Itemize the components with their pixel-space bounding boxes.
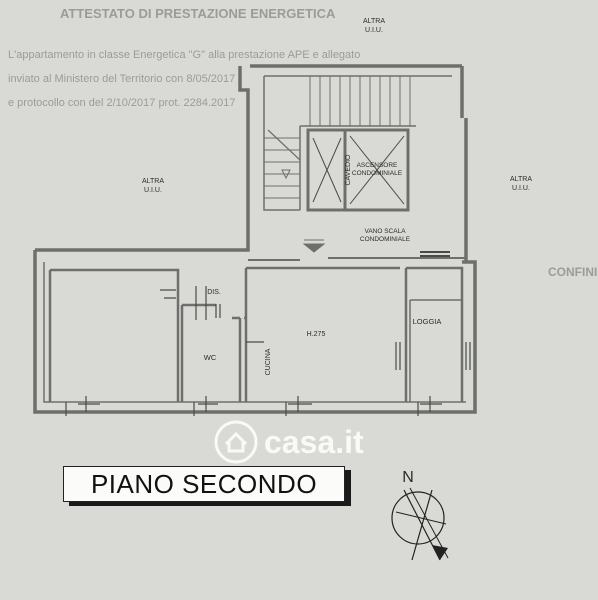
bg-line-5: CONFINI bbox=[548, 265, 597, 279]
compass-letter: N bbox=[402, 469, 414, 486]
label-altra-top: ALTRA bbox=[363, 18, 385, 25]
label-loggia: LOGGIA bbox=[413, 317, 442, 326]
label-uiu-left: U.I.U. bbox=[144, 187, 162, 194]
label-uiu-right: U.I.U. bbox=[512, 185, 530, 192]
label-ascensore-cond: CONDOMINIALE bbox=[352, 170, 403, 177]
floor-title: PIANO SECONDO bbox=[90, 469, 318, 499]
label-wc: WC bbox=[204, 353, 217, 362]
bg-line-3: inviato al Ministero del Territorio con … bbox=[8, 73, 235, 85]
stair-treads bbox=[264, 76, 411, 253]
label-dis: DIS. bbox=[207, 289, 221, 296]
bg-line-4: e protocollo con del 2/10/2017 prot. 228… bbox=[8, 97, 236, 109]
openings bbox=[65, 251, 471, 416]
label-cavedio: CAVEDIO bbox=[345, 154, 352, 186]
room-labels: ALTRA U.I.U. ALTRA U.I.U. ALTRA U.I.U. C… bbox=[142, 18, 532, 375]
walls bbox=[33, 64, 477, 414]
label-ascensore: ASCENSORE bbox=[357, 162, 398, 169]
label-uiu-top: U.I.U. bbox=[365, 27, 383, 34]
bg-line-1: ATTESTATO DI PRESTAZIONE ENERGETICA bbox=[60, 6, 336, 21]
north-arrow-icon: N bbox=[391, 469, 449, 561]
label-altra-right: ALTRA bbox=[510, 176, 532, 183]
interior-walls bbox=[48, 266, 464, 402]
watermark-text: casa.it bbox=[264, 423, 364, 460]
label-altra-left: ALTRA bbox=[142, 178, 164, 185]
shaft-crosses bbox=[312, 135, 405, 205]
background-document-text: ATTESTATO DI PRESTAZIONE ENERGETICA L'ap… bbox=[8, 6, 597, 279]
label-vano-cond: CONDOMINIALE bbox=[360, 236, 411, 243]
label-cucina: CUCINA bbox=[265, 348, 272, 375]
house-icon bbox=[214, 420, 258, 464]
bg-line-2: L'appartamento in classe Energetica "G" … bbox=[8, 49, 360, 61]
watermark: casa.it bbox=[214, 420, 364, 464]
floor-title-box: PIANO SECONDO bbox=[63, 466, 345, 502]
label-height: H.275 bbox=[307, 331, 326, 338]
label-vano-scala: VANO SCALA bbox=[364, 228, 406, 235]
